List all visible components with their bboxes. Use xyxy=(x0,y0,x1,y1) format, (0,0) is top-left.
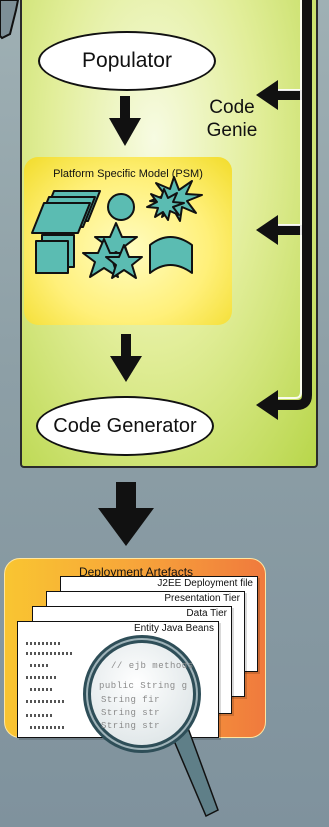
circle-icon xyxy=(107,193,135,221)
code-line: // ejb methods xyxy=(111,661,193,671)
code-genie-label-line1: Code xyxy=(209,97,255,118)
parallelogram-stack-icon xyxy=(31,190,101,234)
arrow-generator-to-deployment xyxy=(98,482,154,546)
magnified-code: // ejb methods public String g String fi… xyxy=(97,655,193,745)
document-label: Data Tier xyxy=(186,608,227,619)
code-generator-label: Code Generator xyxy=(53,414,197,437)
psm-panel: Platform Specific Model (PSM) xyxy=(24,157,232,325)
code-line: String str xyxy=(101,721,161,731)
code-line: public String g xyxy=(99,681,188,691)
deployment-title: Deployment Artefacts xyxy=(78,565,194,579)
code-line: String fir xyxy=(101,695,161,705)
arrow-populator-to-psm xyxy=(109,96,141,146)
star-cluster-icon xyxy=(82,222,143,279)
code-genie-label-line2: Genie xyxy=(206,120,258,141)
populator-label: Populator xyxy=(82,49,172,72)
code-genie-label: Code Genie xyxy=(196,96,268,142)
wave-flag-icon xyxy=(149,236,193,274)
psm-shapes xyxy=(31,176,203,279)
document-label: J2EE Deployment file xyxy=(157,578,253,589)
code-line: String str xyxy=(101,708,161,718)
magnifier-icon xyxy=(83,635,219,817)
psm-title: Platform Specific Model (PSM) xyxy=(53,168,203,180)
feedback-loop-arrows xyxy=(256,0,312,420)
document-label: Presentation Tier xyxy=(164,593,240,604)
square-stack-icon xyxy=(35,234,75,274)
offscreen-arrow-fragment xyxy=(0,0,20,40)
arrow-psm-to-generator xyxy=(110,334,142,382)
populator-node: Populator xyxy=(38,31,216,91)
document-label: Entity Java Beans xyxy=(133,623,214,634)
code-generator-node: Code Generator xyxy=(36,396,214,456)
star-burst-icon xyxy=(146,176,203,222)
